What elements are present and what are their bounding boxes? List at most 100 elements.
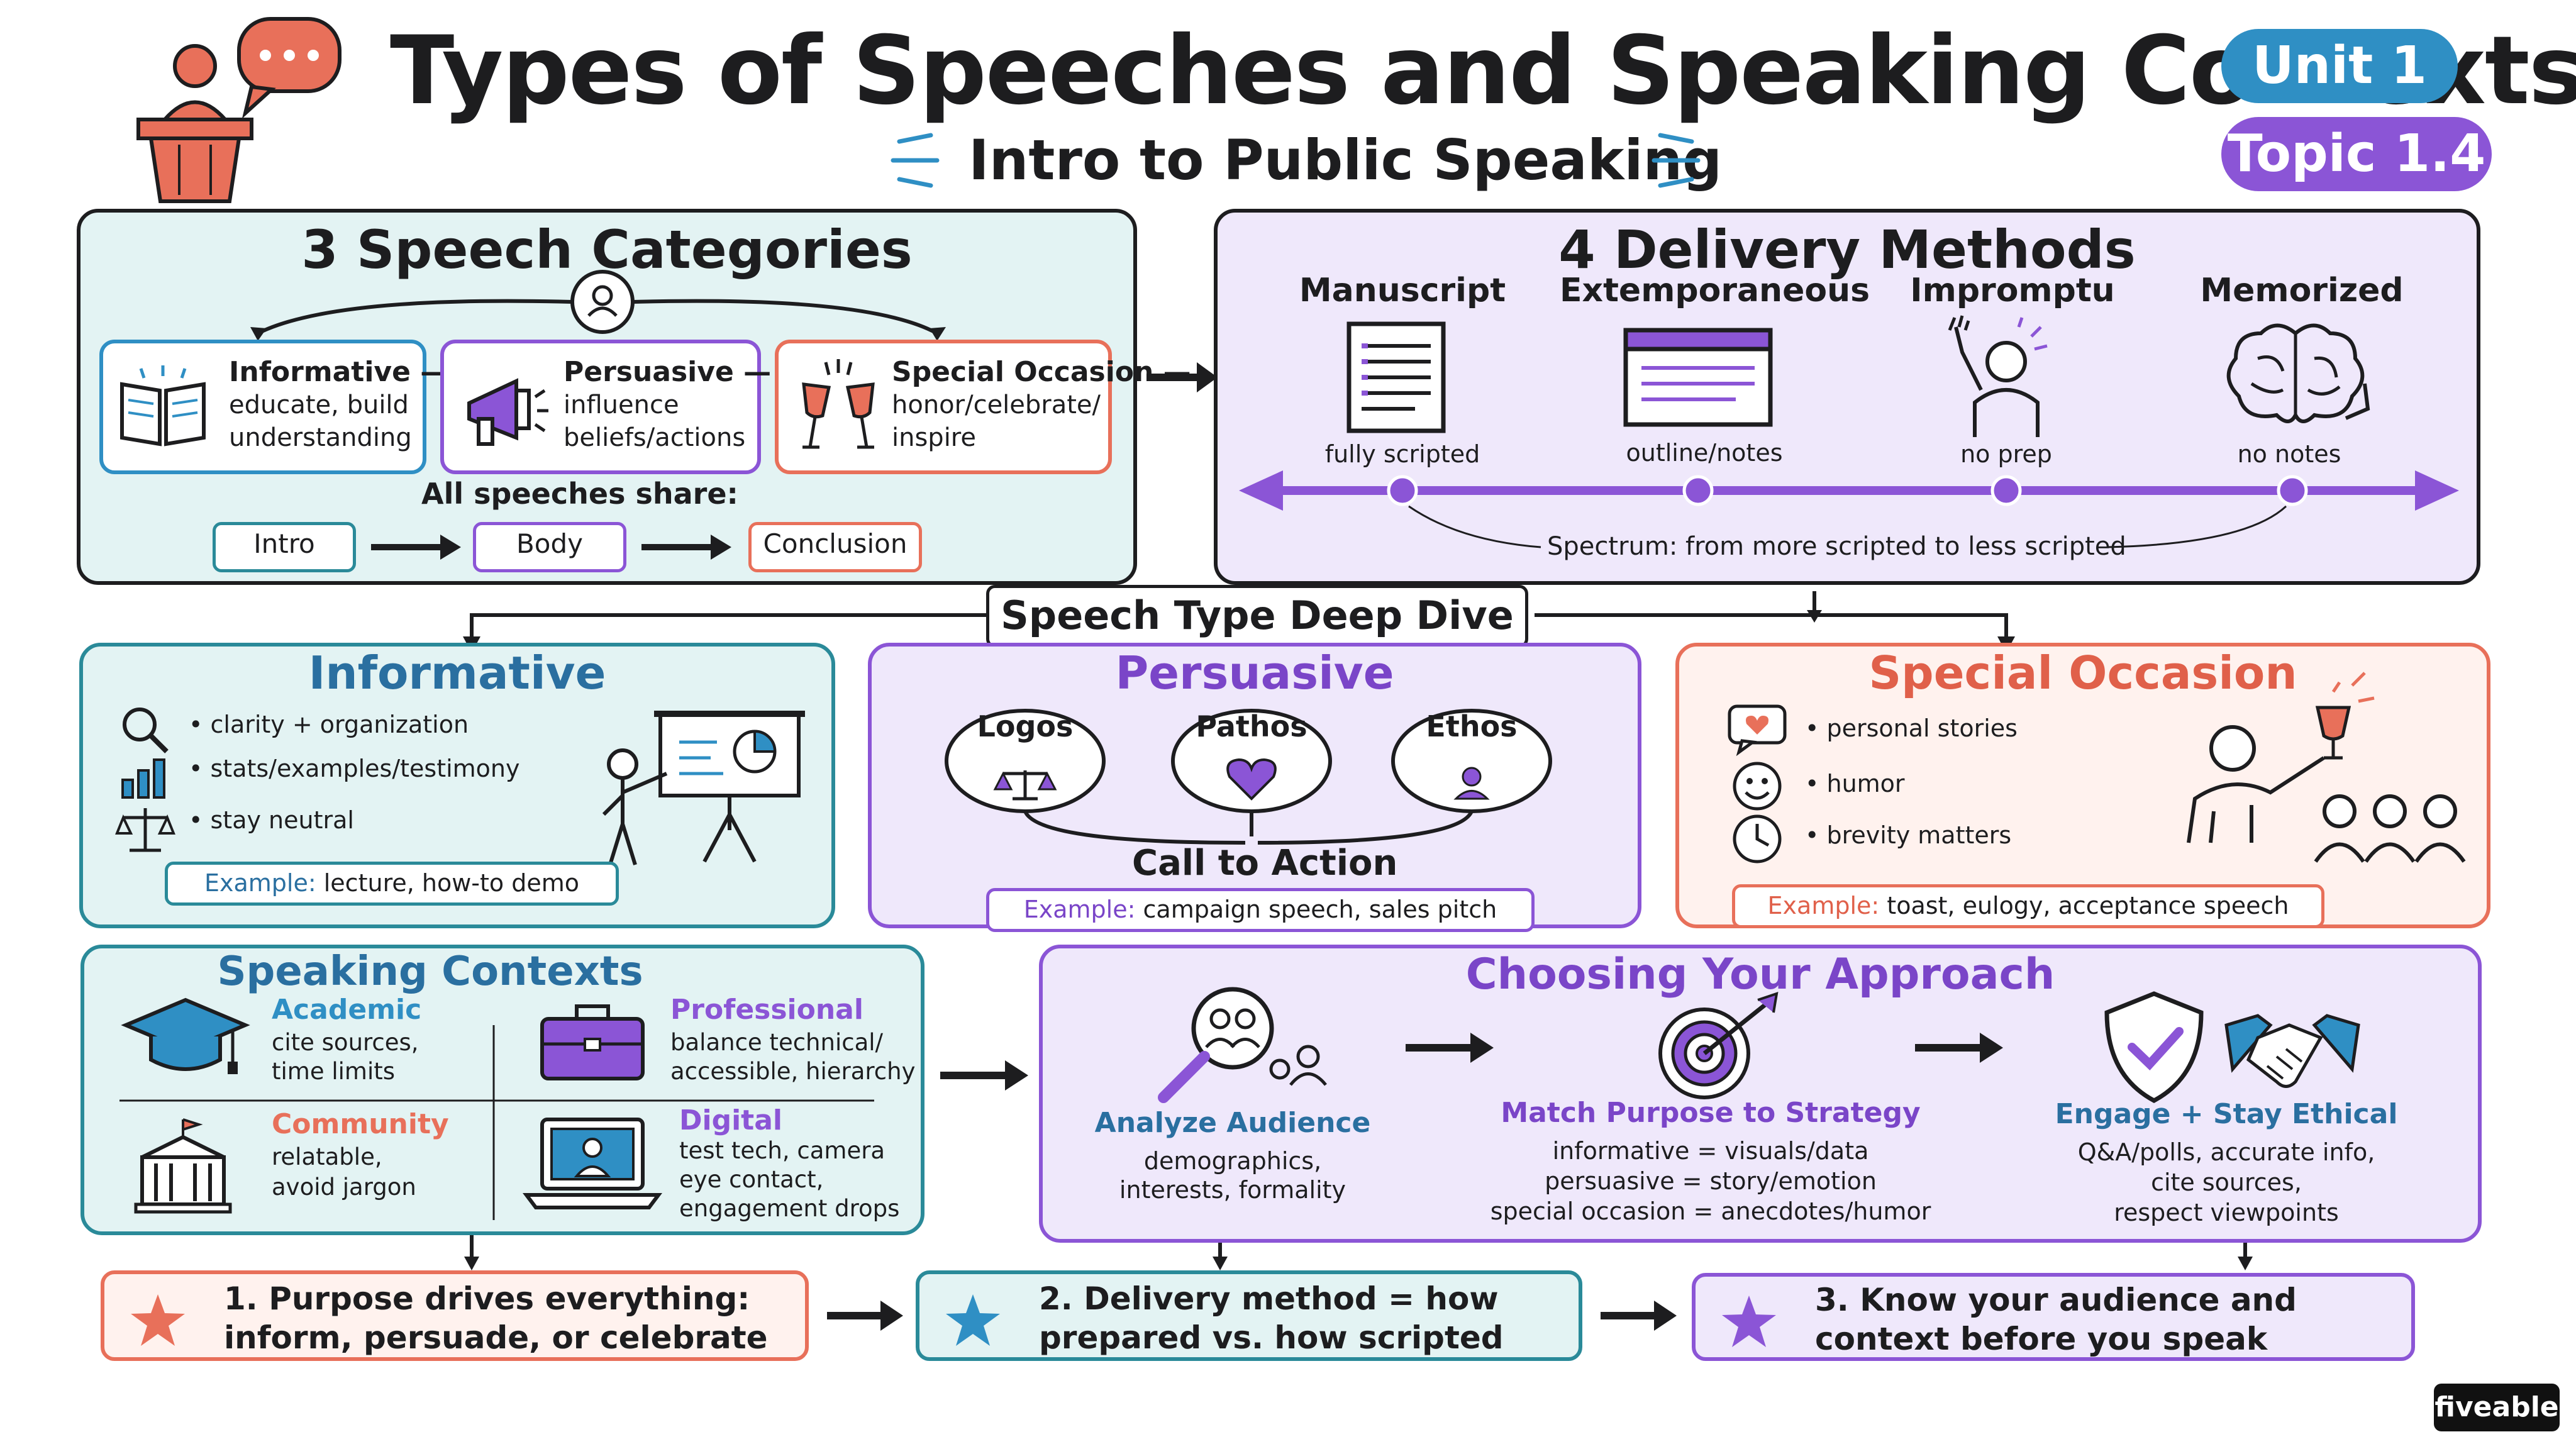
choosing-approach-panel: Choosing Your Approach	[1039, 945, 2482, 1243]
takeaway-line: 3. Know your audience and	[1815, 1282, 2297, 1318]
star-icon	[946, 1294, 1000, 1346]
informative-bullet: • clarity + organization	[189, 711, 469, 738]
context-desc: cite sources,	[272, 1029, 419, 1056]
context-desc: test tech, camera	[679, 1137, 886, 1164]
unit-badge: Unit 1	[2221, 29, 2458, 103]
arrow-icon	[940, 1060, 1028, 1091]
context-name: Professional	[670, 994, 863, 1026]
heart-speech-icon	[1728, 704, 1787, 757]
structure-conclusion: Conclusion	[748, 522, 922, 572]
method-note: no prep	[1960, 440, 2052, 468]
takeaway-connectors	[464, 1235, 2253, 1270]
category-special-occasion-card: Special Occasion — honor/celebrate/ insp…	[775, 340, 1191, 474]
book-icon	[120, 365, 206, 447]
special-example: Example: toast, eulogy, acceptance speec…	[1732, 884, 2324, 928]
special-bullet: • brevity matters	[1805, 821, 2012, 849]
laptop-video-icon	[523, 1118, 662, 1209]
star-icon	[131, 1294, 185, 1346]
approach-step-desc: persuasive = story/emotion	[1545, 1167, 1877, 1195]
example-text: toast, eulogy, acceptance speech	[1887, 892, 2289, 919]
arrow-icon	[641, 535, 731, 560]
special-bullet: • personal stories	[1805, 714, 2018, 742]
spectrum-label: Spectrum: from more scripted to less scr…	[1547, 532, 2126, 561]
structure-intro: Intro	[213, 522, 356, 572]
arrow-icon	[1406, 1033, 1494, 1063]
structure-body: Body	[473, 522, 626, 572]
category-desc-2: beliefs/actions	[564, 423, 746, 452]
approach-step-name: Analyze Audience	[1094, 1107, 1371, 1139]
takeaway-1: 1. Purpose drives everything: inform, pe…	[101, 1270, 809, 1361]
takeaway-line: 2. Delivery method = how	[1039, 1280, 1499, 1317]
takeaway-line: 1. Purpose drives everything:	[224, 1280, 750, 1317]
smiley-icon	[1733, 762, 1782, 811]
approach-step-desc: demographics,	[1143, 1147, 1322, 1175]
context-desc: balance technical/	[670, 1029, 883, 1056]
informative-example: Example: lecture, how-to demo	[165, 862, 619, 906]
appeal-ethos: Ethos	[1426, 709, 1518, 743]
approach-step-name: Match Purpose to Strategy	[1501, 1097, 1921, 1129]
approach-step-desc: special occasion = anecdotes/humor	[1490, 1197, 1931, 1225]
magnifier-icon	[123, 708, 169, 753]
panel-title: 4 Delivery Methods	[1558, 219, 2136, 280]
category-desc-1: influence	[564, 391, 679, 419]
brain-icon	[2226, 323, 2370, 423]
category-persuasive-card: Persuasive — influence beliefs/actions	[440, 340, 771, 474]
spectrum-arrow	[1239, 470, 2459, 548]
target-icon	[1658, 992, 1779, 1099]
takeaway-line: inform, persuade, or celebrate	[224, 1319, 768, 1356]
category-name: Persuasive —	[564, 356, 772, 388]
panel-title: Choosing Your Approach	[1465, 950, 2055, 999]
panel-title: Informative	[308, 647, 606, 699]
shield-check-icon	[2104, 991, 2204, 1103]
star-icon	[1722, 1296, 1776, 1347]
informative-bullet: • stats/examples/testimony	[189, 755, 520, 782]
special-bullet: • humor	[1805, 770, 1905, 797]
arrow-icon	[827, 1301, 903, 1331]
approach-step-desc: informative = visuals/data	[1552, 1137, 1869, 1165]
category-informative-card: Informative — educate, build understandi…	[99, 340, 448, 474]
balance-scale-icon	[115, 808, 175, 852]
takeaway-line: context before you speak	[1815, 1321, 2268, 1357]
context-desc: relatable,	[272, 1143, 382, 1170]
category-desc-1: educate, build	[229, 391, 409, 419]
megaphone-icon	[467, 378, 548, 446]
audience-magnifier-icon	[1158, 987, 1327, 1103]
arrow-icon	[1915, 1033, 2003, 1063]
takeaway-3: 3. Know your audience and context before…	[1692, 1273, 2415, 1361]
graduation-cap-icon	[121, 997, 250, 1074]
handshake-icon	[2224, 1014, 2360, 1088]
example-text: campaign speech, sales pitch	[1143, 896, 1497, 923]
context-desc: avoid jargon	[272, 1174, 416, 1201]
call-to-action: Call to Action	[1132, 843, 1398, 884]
category-desc-2: inspire	[892, 423, 976, 452]
persuasive-example: Example: campaign speech, sales pitch	[986, 888, 1535, 932]
context-desc: engagement drops	[679, 1195, 900, 1222]
category-connector	[250, 270, 946, 341]
context-desc: accessible, hierarchy	[670, 1058, 916, 1085]
context-name: Academic	[272, 994, 422, 1026]
method-note: outline/notes	[1626, 439, 1783, 467]
example-label: Example:	[204, 869, 316, 897]
subtitle-decoration-right	[1652, 133, 1701, 188]
informative-bullet: • stay neutral	[189, 806, 354, 834]
category-name: Informative —	[229, 356, 448, 388]
context-name: Community	[272, 1108, 449, 1140]
page-title: Types of Speeches and Speaking Contexts	[390, 16, 2576, 126]
context-desc: time limits	[272, 1058, 396, 1085]
presenter-at-board-icon	[602, 711, 805, 865]
subtitle-decoration-left	[891, 133, 940, 188]
toast-glasses-icon	[802, 359, 875, 449]
method-name: Extemporaneous	[1560, 272, 1870, 309]
takeaway-2: 2. Delivery method = how prepared vs. ho…	[916, 1270, 1582, 1361]
shared-structure-label: All speeches share:	[421, 477, 738, 511]
page-subtitle: Intro to Public Speaking	[969, 128, 1723, 192]
category-desc-1: honor/celebrate/	[892, 391, 1101, 419]
document-icon	[1346, 321, 1446, 433]
method-note: no notes	[2237, 440, 2341, 468]
special-occasion-panel: Special Occasion	[1675, 643, 2490, 928]
topic-badge: Topic 1.4	[2221, 117, 2492, 191]
method-name: Impromptu	[1910, 272, 2115, 309]
toast-audience-icon	[2187, 672, 2466, 863]
appeal-logos: Logos	[977, 709, 1074, 743]
approach-step-name: Engage + Stay Ethical	[2055, 1098, 2398, 1130]
